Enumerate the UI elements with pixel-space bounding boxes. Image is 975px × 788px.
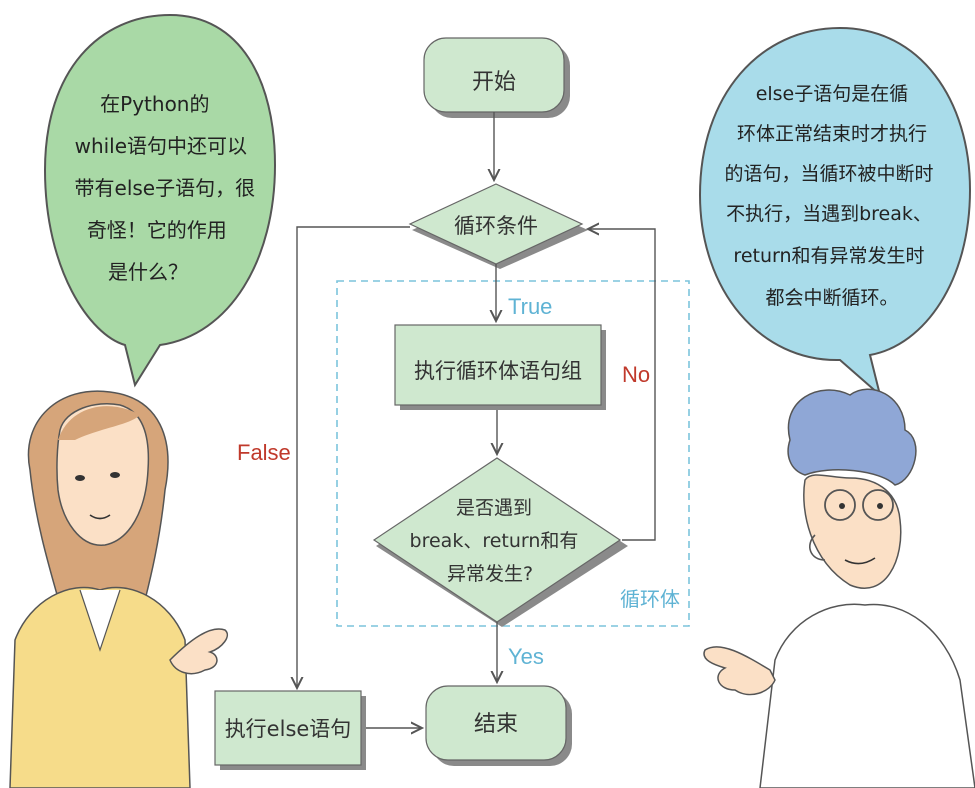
start-node: 开始 <box>423 37 570 118</box>
left-bubble-line-1: 在Python的 <box>100 92 209 116</box>
false-label: False <box>237 440 291 465</box>
connectors <box>297 112 656 728</box>
arrow-check-no-loopback <box>588 229 656 541</box>
left-bubble-line-2: while语句中还可以 <box>75 134 247 158</box>
loop-condition-node: 循环条件 <box>408 183 588 269</box>
no-label: No <box>622 362 650 387</box>
else-statement-label: 执行else语句 <box>225 717 352 741</box>
arrow-condition-false-to-else <box>297 226 410 688</box>
left-bubble-line-3: 带有else子语句，很 <box>75 176 256 200</box>
left-speech-bubble: 在Python的 while语句中还可以 带有else子语句，很 奇怪！它的作用… <box>43 13 277 388</box>
loop-body-label: 执行循环体语句组 <box>414 359 582 383</box>
right-speech-bubble: else子语句是在循 环体正常结束时才执行 的语句，当循环被中断时 不执行，当遇… <box>698 26 972 398</box>
check-line-2: break、return和有 <box>410 530 579 552</box>
left-bubble-line-5: 是什么？ <box>108 260 188 284</box>
interrupt-check-node: 是否遇到 break、return和有 异常发生? <box>372 457 628 627</box>
check-line-3: 异常发生? <box>447 563 533 585</box>
woman-illustration <box>9 390 229 788</box>
else-statement-node: 执行else语句 <box>214 690 366 770</box>
right-bubble-line-3: 的语句，当循环被中断时 <box>724 163 933 185</box>
svg-text:在Python的 while语句中还可以: 在Python的 while语句中还可以 带有else子语句，很 奇怪！它的作用… <box>75 92 262 284</box>
right-bubble-line-5: return和有异常发生时 <box>733 245 924 267</box>
right-bubble-line-1: else子语句是在循 <box>756 83 909 105</box>
right-bubble-line-4: 不执行，当遇到break、 <box>726 203 932 225</box>
end-label: 结束 <box>474 712 518 737</box>
loop-body-caption: 循环体 <box>620 588 680 611</box>
svg-text:else子语句是在循 环体正常结束时才执行: else子语句是在循 环体正常结束时才执行 的语句，当循环被中断时 不执行，当遇… <box>724 83 939 309</box>
yes-label: Yes <box>508 644 544 669</box>
true-label: True <box>508 294 552 319</box>
svg-text:是否遇到 break、return和有: 是否遇到 break、return和有 异常发生? <box>410 497 585 585</box>
condition-label: 循环条件 <box>454 214 538 238</box>
right-bubble-line-2: 环体正常结束时才执行 <box>737 123 927 145</box>
right-bubble-line-6: 都会中断循环。 <box>765 287 898 309</box>
loop-body-node: 执行循环体语句组 <box>394 324 606 410</box>
end-node: 结束 <box>425 685 572 766</box>
start-label: 开始 <box>472 70 516 95</box>
left-bubble-line-4: 奇怪！它的作用 <box>87 218 227 242</box>
check-line-1: 是否遇到 <box>456 497 532 519</box>
man-illustration <box>703 388 975 788</box>
